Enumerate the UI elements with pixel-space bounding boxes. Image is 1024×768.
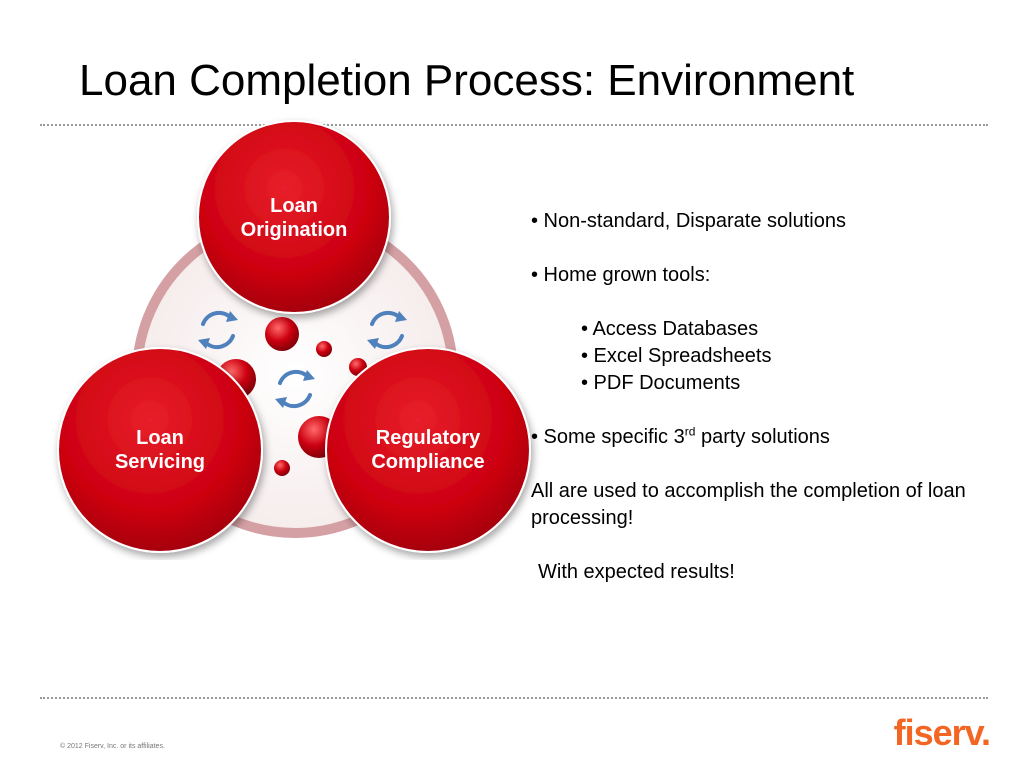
fiserv-logo: fiserv. <box>893 712 991 753</box>
decorative-sphere <box>274 460 290 476</box>
loan-origination-label-line2: Origination <box>241 219 348 241</box>
sub-bullet-excel-spreadsheets: • Excel Spreadsheets <box>581 345 772 367</box>
footer-divider <box>40 697 988 699</box>
loan-servicing-label-line2: Servicing <box>115 451 205 473</box>
sub-bullet-access-databases: • Access Databases <box>581 318 759 340</box>
loan-servicing-label-line1: Loan <box>136 427 184 449</box>
copyright-notice: © 2012 Fiserv, Inc. or its affiliates. <box>60 743 165 750</box>
decorative-sphere <box>316 341 332 357</box>
closing-statement: With expected results! <box>538 561 735 583</box>
cycle-icon <box>198 310 238 350</box>
loan-origination-node: Loan Origination <box>197 120 391 314</box>
process-diagram: Loan Origination Loan Servicing Regulato… <box>57 120 531 553</box>
bullet-third-party-superscript: rd <box>684 424 696 439</box>
loan-servicing-node: Loan Servicing <box>57 347 263 553</box>
title-divider <box>40 124 988 126</box>
regulatory-compliance-node: Regulatory Compliance <box>325 347 531 553</box>
slide-title: Loan Completion Process: Environment <box>79 56 855 105</box>
bullet-home-grown-tools: • Home grown tools: <box>531 264 711 286</box>
summary-statement: All are used to accomplish the completio… <box>531 480 966 529</box>
sub-bullet-pdf-documents: • PDF Documents <box>581 372 741 394</box>
bullet-third-party-solutions: • Some specific 3rd party solutions <box>531 424 1001 451</box>
decorative-sphere <box>265 317 299 351</box>
regulatory-compliance-label-line2: Compliance <box>371 451 484 473</box>
cycle-icon <box>367 310 407 350</box>
content-text-block: • Non-standard, Disparate solutions • Ho… <box>531 208 1001 586</box>
regulatory-compliance-label-line1: Regulatory <box>376 427 481 449</box>
bullet-third-party-text-end: party solutions <box>695 426 830 448</box>
cycle-icon <box>275 369 315 409</box>
bullet-non-standard: • Non-standard, Disparate solutions <box>531 210 846 232</box>
bullet-third-party-text-start: • Some specific 3 <box>531 426 685 448</box>
loan-origination-label-line1: Loan <box>270 195 318 217</box>
